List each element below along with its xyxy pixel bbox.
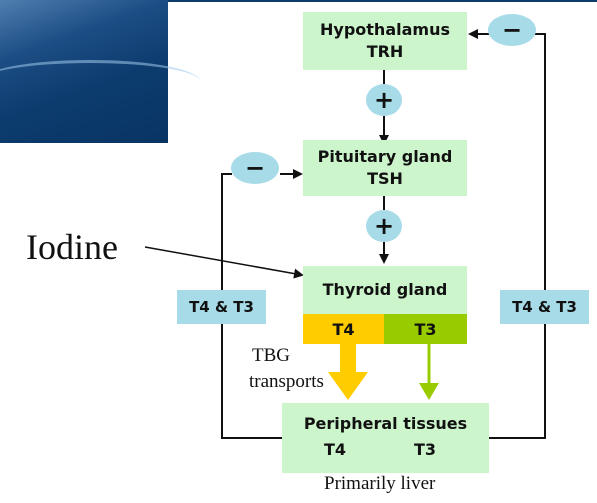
inhibit-sign-right: − <box>488 14 536 46</box>
arrow-t3-head <box>419 383 439 400</box>
plus-icon: + <box>373 86 395 114</box>
iodine-label: Iodine <box>26 227 118 267</box>
arrow-t4-transport <box>328 344 368 400</box>
t3-bar-label: T3 <box>414 319 437 339</box>
left-feedback-box: T4 & T3 <box>177 290 266 324</box>
thyroid-label: Thyroid gland <box>322 280 448 299</box>
inhibit-sign-left: − <box>231 152 279 184</box>
right-feedback-line <box>489 33 546 439</box>
tbg-label-line2: transports <box>249 371 324 392</box>
pituitary-label: Pituitary gland <box>317 147 453 166</box>
plus-icon: + <box>373 212 395 240</box>
right-feedback-label: T4 & T3 <box>512 298 577 316</box>
trh-label: TRH <box>366 42 404 61</box>
hypothalamus-label: Hypothalamus <box>320 20 450 39</box>
t3-bar: T3 <box>384 314 467 344</box>
tbg-label-line1: TBG <box>252 345 290 366</box>
peripheral-box: Peripheral tissues T4 T3 <box>282 403 489 473</box>
peripheral-t3-label: T3 <box>414 440 437 459</box>
tsh-label: TSH <box>367 169 403 188</box>
liver-label: Primarily liver <box>324 473 436 494</box>
stimulate-sign-middle: + <box>366 210 402 242</box>
minus-icon: − <box>244 154 266 182</box>
thyroid-box: Thyroid gland <box>303 266 467 314</box>
hypothalamus-box: Hypothalamus TRH <box>303 12 467 70</box>
t4-bar: T4 <box>303 314 384 344</box>
right-feedback-box: T4 & T3 <box>500 290 589 324</box>
peripheral-t4-label: T4 <box>324 440 347 459</box>
minus-icon: − <box>501 16 523 44</box>
t4-bar-label: T4 <box>332 319 355 339</box>
left-feedback-label: T4 & T3 <box>189 298 254 316</box>
peripheral-label: Peripheral tissues <box>303 414 468 433</box>
pituitary-box: Pituitary gland TSH <box>303 140 467 196</box>
arrow-iodine <box>144 246 304 279</box>
header-line <box>168 0 597 2</box>
header-banner <box>0 0 200 143</box>
stimulate-sign-top: + <box>366 84 402 116</box>
